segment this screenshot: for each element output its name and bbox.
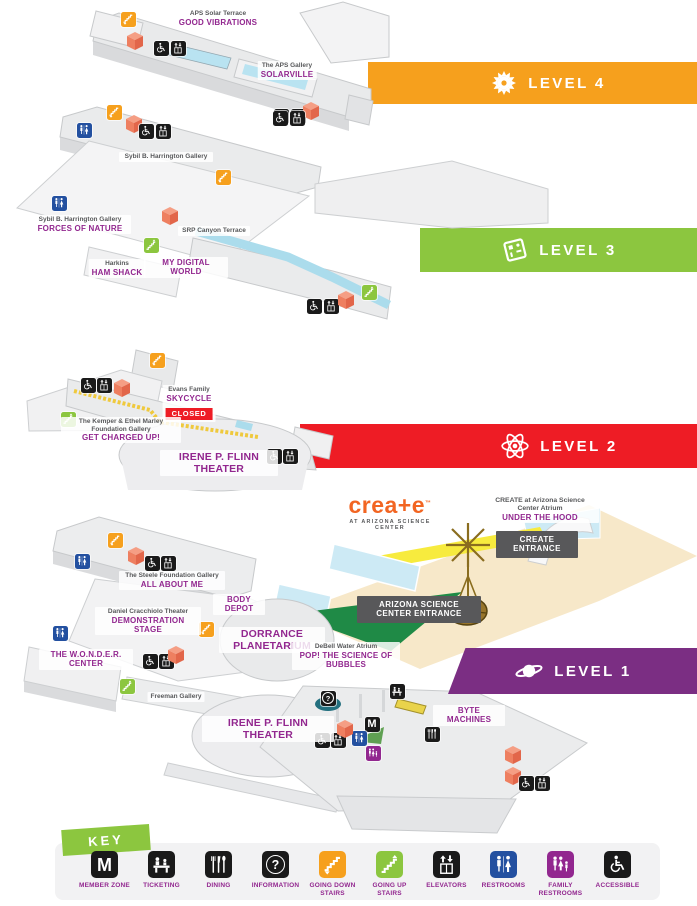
level-2-banner-label: LEVEL 2 <box>540 437 618 455</box>
level-2-banner: LEVEL 2 <box>300 424 697 468</box>
level-4-floor <box>89 1 390 131</box>
key-item-member-zone: M MEMBER ZONE <box>76 851 133 898</box>
key-item-family-restrooms: FAMILY RESTROOMS <box>532 851 589 898</box>
stairs-up-icon <box>376 851 403 878</box>
level-3-floor <box>15 106 549 320</box>
create-tagline: AT ARIZONA SCIENCE CENTER <box>349 519 431 531</box>
create-wordmark: crea+e™ <box>348 492 432 518</box>
key-items: M MEMBER ZONE TICKETING DINING? INFORMATION G… <box>76 851 646 898</box>
key-item-stairs-down: GOING DOWN STAIRS <box>304 851 361 898</box>
key-item-label: RESTROOMS <box>481 882 526 889</box>
saturn-icon <box>515 664 543 678</box>
accessible-icon <box>604 851 631 878</box>
key-item-dining: DINING <box>190 851 247 898</box>
level-3-banner: LEVEL 3 <box>420 228 697 272</box>
family-restrooms-icon <box>547 851 574 878</box>
create-logo: crea+e™ AT ARIZONA SCIENCE CENTER <box>343 492 437 532</box>
stairs-down-icon <box>319 851 346 878</box>
key-item-label: FAMILY RESTROOMS <box>538 882 583 897</box>
ticketing-icon <box>148 851 175 878</box>
key-item-label: TICKETING <box>143 882 180 889</box>
level-2-floor <box>26 349 334 492</box>
member-zone-icon: M <box>91 851 118 878</box>
key-item-ticketing: TICKETING <box>133 851 190 898</box>
restrooms-icon <box>490 851 517 878</box>
level-4-banner-label: LEVEL 4 <box>528 74 606 92</box>
key-item-elevators: ELEVATORS <box>418 851 475 898</box>
key-item-information: ? INFORMATION <box>247 851 304 898</box>
level-1-banner-label: LEVEL 1 <box>554 662 632 680</box>
key-title: KEY <box>87 831 125 849</box>
key-item-label: GOING DOWN STAIRS <box>309 882 356 897</box>
key-item-label: DINING <box>206 882 231 889</box>
key-item-label: INFORMATION <box>251 882 300 889</box>
atom-icon <box>501 433 529 459</box>
level-4-banner: LEVEL 4 <box>368 62 697 104</box>
key-item-label: GOING UP STAIRS <box>372 882 407 897</box>
key-item-stairs-up: GOING UP STAIRS <box>361 851 418 898</box>
level-3-banner-label: LEVEL 3 <box>539 241 617 259</box>
key-item-restrooms: RESTROOMS <box>475 851 532 898</box>
dining-icon <box>205 851 232 878</box>
key-item-label: ELEVATORS <box>426 882 467 889</box>
windmill <box>446 523 490 600</box>
information-icon: ? <box>262 851 289 878</box>
circuit-icon <box>503 238 527 262</box>
key-item-label: MEMBER ZONE <box>79 882 130 889</box>
elevators-icon <box>433 851 460 878</box>
level-1-banner: LEVEL 1 <box>448 648 697 694</box>
key-item-accessible: ACCESSIBLE <box>589 851 646 898</box>
key-item-label: ACCESSIBLE <box>595 882 640 889</box>
trademark-symbol: ™ <box>425 500 432 507</box>
sun-icon <box>492 71 517 95</box>
